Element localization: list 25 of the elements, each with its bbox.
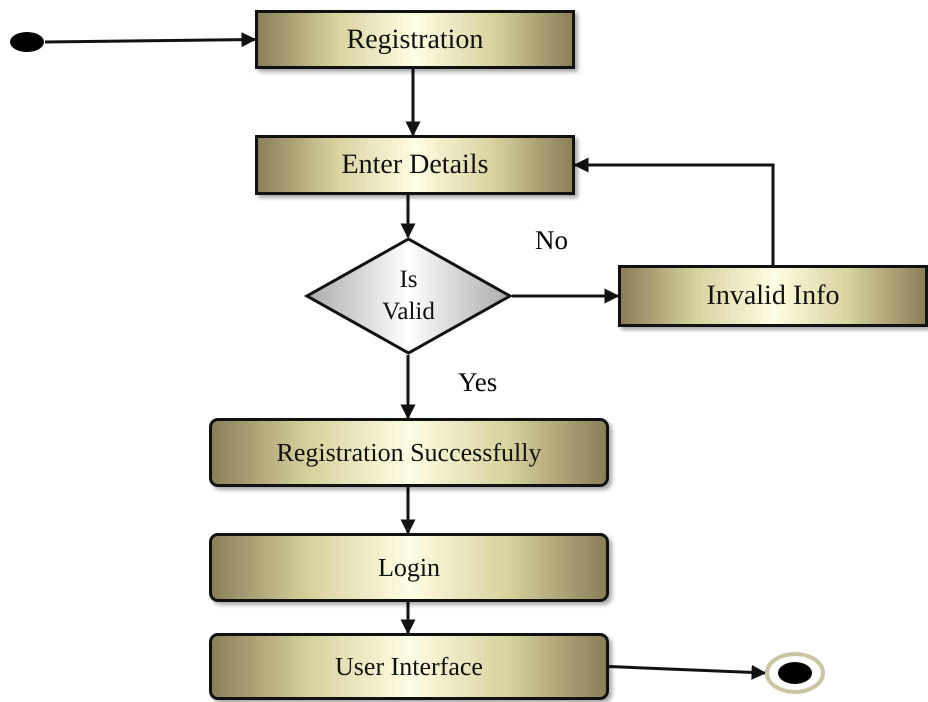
arrow bbox=[608, 664, 766, 680]
node-label: Invalid Info bbox=[706, 280, 840, 312]
arrow bbox=[400, 487, 416, 534]
arrow bbox=[574, 158, 774, 265]
end-node bbox=[765, 652, 825, 694]
decision-diamond bbox=[305, 237, 512, 355]
node-label: User Interface bbox=[335, 652, 483, 682]
node-label: Is Valid bbox=[381, 264, 436, 327]
node-label: Enter Details bbox=[342, 149, 488, 181]
action-box bbox=[209, 418, 609, 487]
arrow bbox=[400, 355, 416, 420]
node-label: Login bbox=[378, 552, 440, 582]
action-box bbox=[618, 265, 928, 327]
arrow bbox=[406, 69, 420, 136]
arrow bbox=[44, 32, 256, 48]
start-node bbox=[9, 31, 45, 53]
arrow bbox=[512, 288, 620, 304]
action-box bbox=[209, 633, 609, 700]
node-label: Registration bbox=[346, 24, 484, 56]
node-label: Registration Successfully bbox=[276, 438, 542, 468]
arrow bbox=[400, 195, 416, 238]
arrow bbox=[400, 602, 416, 634]
action-box bbox=[255, 10, 575, 69]
action-box bbox=[255, 135, 575, 195]
action-box bbox=[209, 533, 609, 602]
